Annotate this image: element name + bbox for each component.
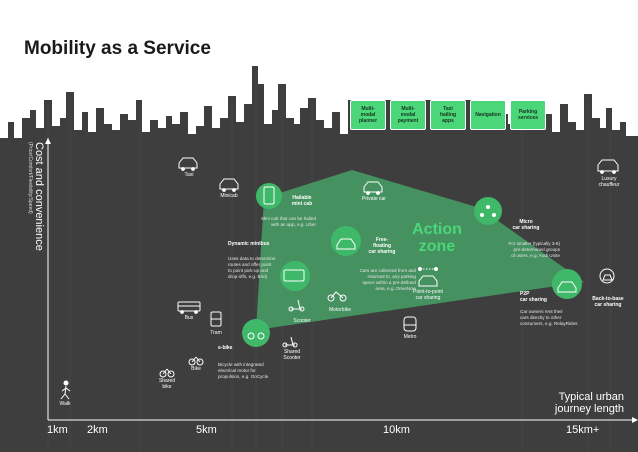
y-axis-label: Cost and convenience (Price/Comfort/Flex… (27, 142, 45, 292)
label-motorbike: Motorbike (329, 307, 351, 313)
label-p2p-peer: P2P car sharing (520, 291, 547, 303)
bike-icon (159, 368, 175, 378)
action-zone (256, 170, 584, 330)
bike-icon (188, 356, 204, 366)
car-icon (418, 275, 438, 287)
hailable-description: Mini cab that can be hailed with an app,… (261, 216, 316, 227)
label-bus: Bus (184, 315, 194, 321)
x-tick-15km: 15km+ (566, 424, 600, 436)
network-icon (331, 226, 361, 256)
y-axis-arrow (45, 138, 51, 144)
car-icon (219, 178, 239, 192)
x-tick-10km: 10km (383, 424, 410, 436)
label-hailable-minicab: Hailable mini cab (291, 195, 313, 207)
label-luxury: Luxury chauffeur (598, 176, 620, 188)
highlight-markers (242, 183, 582, 347)
dynamic-description: Uses data to determine routes and offer … (228, 256, 276, 279)
label-minicab: Minicab (220, 193, 238, 199)
label-shared-scooter: Shared Scooter (283, 349, 301, 361)
network-icon (474, 197, 502, 225)
x-tick-2km: 2km (87, 424, 108, 436)
page-title: Mobility as a Service (24, 38, 211, 59)
label-dynamic-minibus: Dynamic minibus (228, 241, 270, 247)
van-icon (280, 261, 310, 291)
walk-icon (60, 380, 71, 400)
label-free-floating: Free- floating car sharing (368, 237, 396, 255)
label-private-car: Private car (362, 196, 386, 202)
label-bike: Bike (191, 366, 201, 372)
label-micro-sharing: Micro car sharing (512, 219, 540, 231)
bus-icon (177, 301, 201, 314)
free-floating-description: Cars are collected from and returned to,… (359, 268, 416, 291)
ebike-icon (242, 319, 270, 347)
car-icon (597, 159, 619, 174)
x-axis-label: Typical urban journey length (554, 391, 624, 415)
metro-icon (403, 316, 417, 332)
car-icon (363, 181, 383, 195)
phone-icon (256, 183, 282, 209)
label-scooter: Scooter (293, 318, 311, 324)
label-p2p-point: Point-to-point car sharing (413, 289, 443, 301)
label-ebike: e-bike (218, 345, 233, 351)
action-zone-label: Action zone (412, 221, 462, 255)
service-navigation: Navigation (470, 100, 506, 130)
label-shared-bike: Shared bike (158, 378, 176, 390)
x-tick-1km: 1km (47, 424, 68, 436)
scooter-icon (288, 299, 305, 312)
label-metro: Metro (403, 334, 417, 340)
x-tick-5km: 5km (196, 424, 217, 436)
label-tram: Tram (210, 330, 222, 336)
p2p-peer-description: Car owners rent their cars directly to o… (520, 309, 578, 326)
service-multimodal-payment: Multi- modal payment (390, 100, 426, 130)
label-walk: Walk (59, 401, 71, 407)
tram-icon (210, 311, 222, 327)
car-icon (552, 269, 582, 299)
x-axis-arrow (632, 417, 638, 423)
service-multimodal-planner: Multi- modal planner (350, 100, 386, 130)
car-icon (599, 268, 615, 284)
ebike-description: Bicycle with integrated electrical motor… (218, 362, 269, 379)
label-taxi: Taxi (184, 172, 194, 178)
service-parking: Parking services (510, 100, 546, 130)
network-icon (418, 267, 438, 271)
motorbike-icon (327, 291, 347, 302)
service-taxi-hailing: Taxi hailing apps (430, 100, 466, 130)
mobility-services-heading: Mobility services (431, 84, 473, 90)
scooter-icon (282, 336, 298, 348)
taxi-icon (178, 157, 198, 171)
micro-description: For smaller (typically 3-6) pre-determin… (508, 241, 560, 258)
y-axis-title: Cost and convenience (33, 142, 45, 251)
label-back-to-base: Back-to-base car sharing (592, 296, 624, 308)
